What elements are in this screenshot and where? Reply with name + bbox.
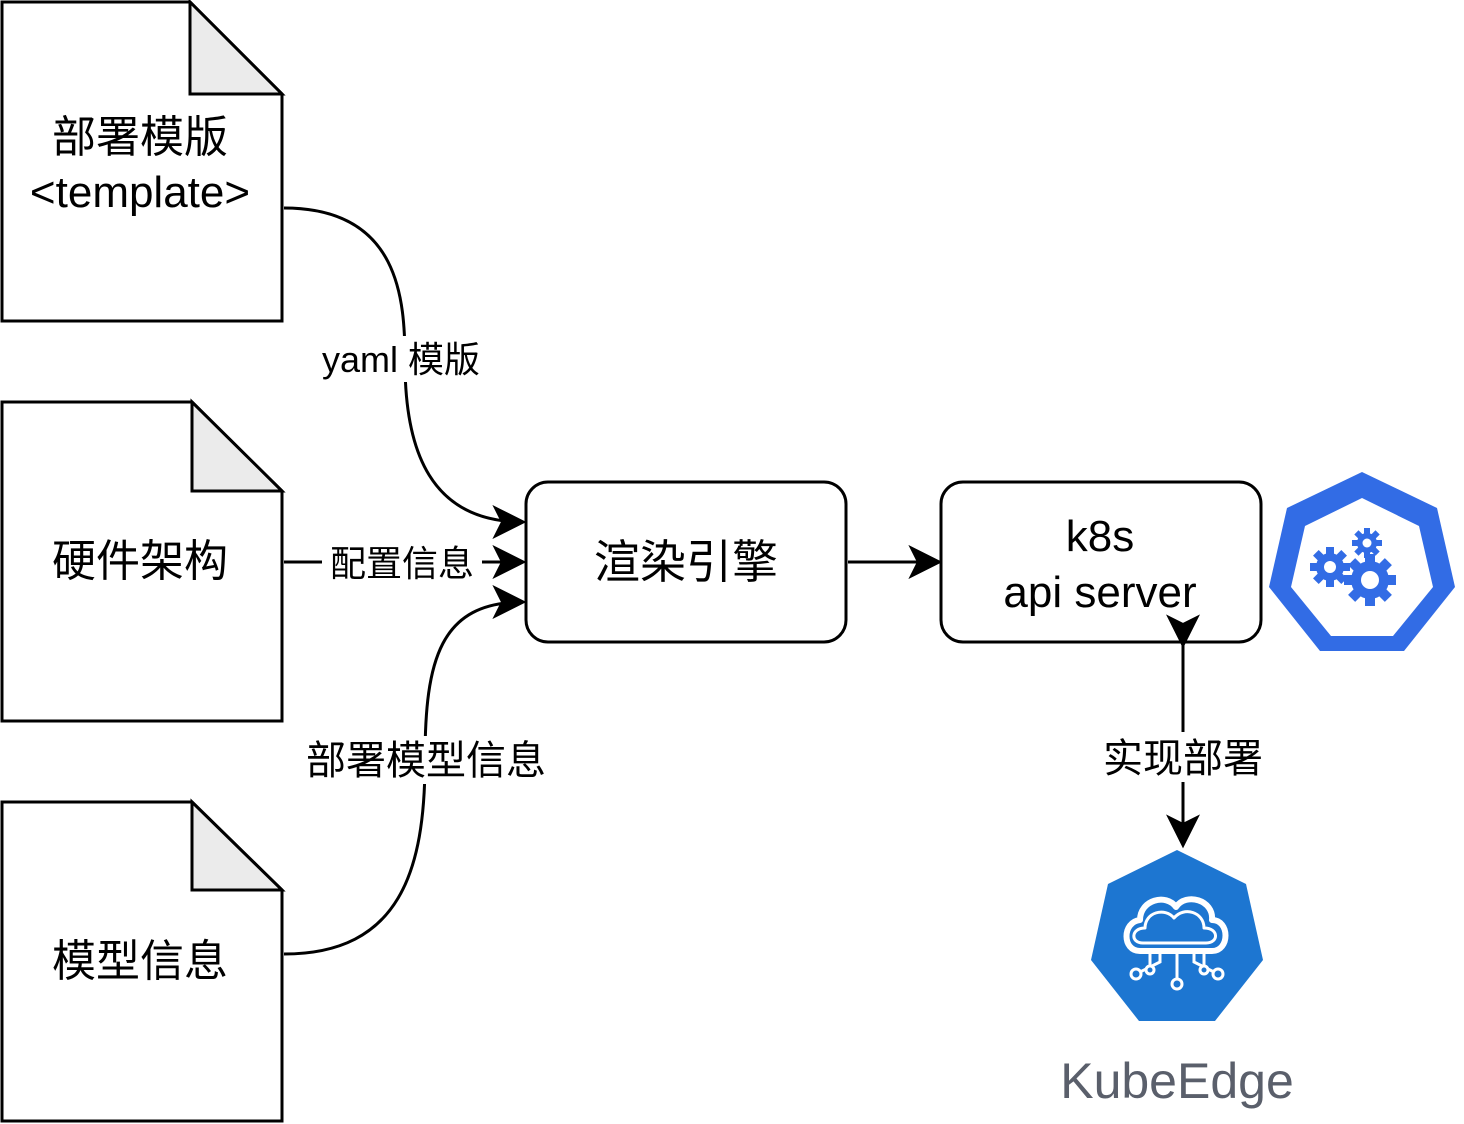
kubernetes-gears-icon	[1269, 472, 1455, 651]
edge-label-yaml: yaml 模版	[322, 339, 480, 380]
kubeedge-cloud-icon	[1091, 850, 1263, 1021]
doc-deploy-template-title: 部署模版	[52, 113, 228, 162]
api-server-line2: api server	[1003, 568, 1196, 617]
render-engine-box: 渲染引擎	[524, 480, 848, 644]
edge-label-deploy: 实现部署	[1103, 737, 1263, 781]
render-engine-label: 渲染引擎	[594, 536, 778, 588]
doc-deploy-template-subtitle: <template>	[30, 168, 250, 217]
doc-hardware-arch-title: 硬件架构	[52, 537, 228, 586]
doc-model-info: 模型信息	[0, 798, 286, 1123]
api-server-box: k8s api server	[939, 480, 1263, 644]
api-server-line1: k8s	[1066, 512, 1134, 561]
doc-model-info-title: 模型信息	[52, 937, 228, 986]
kubeedge-wordmark: KubeEdge	[1060, 1053, 1294, 1109]
doc-hardware-arch: 硬件架构	[0, 398, 286, 723]
edge-label-model: 部署模型信息	[306, 739, 546, 783]
edge-label-config: 配置信息	[330, 543, 474, 584]
doc-deploy-template: 部署模版 <template>	[0, 0, 286, 323]
